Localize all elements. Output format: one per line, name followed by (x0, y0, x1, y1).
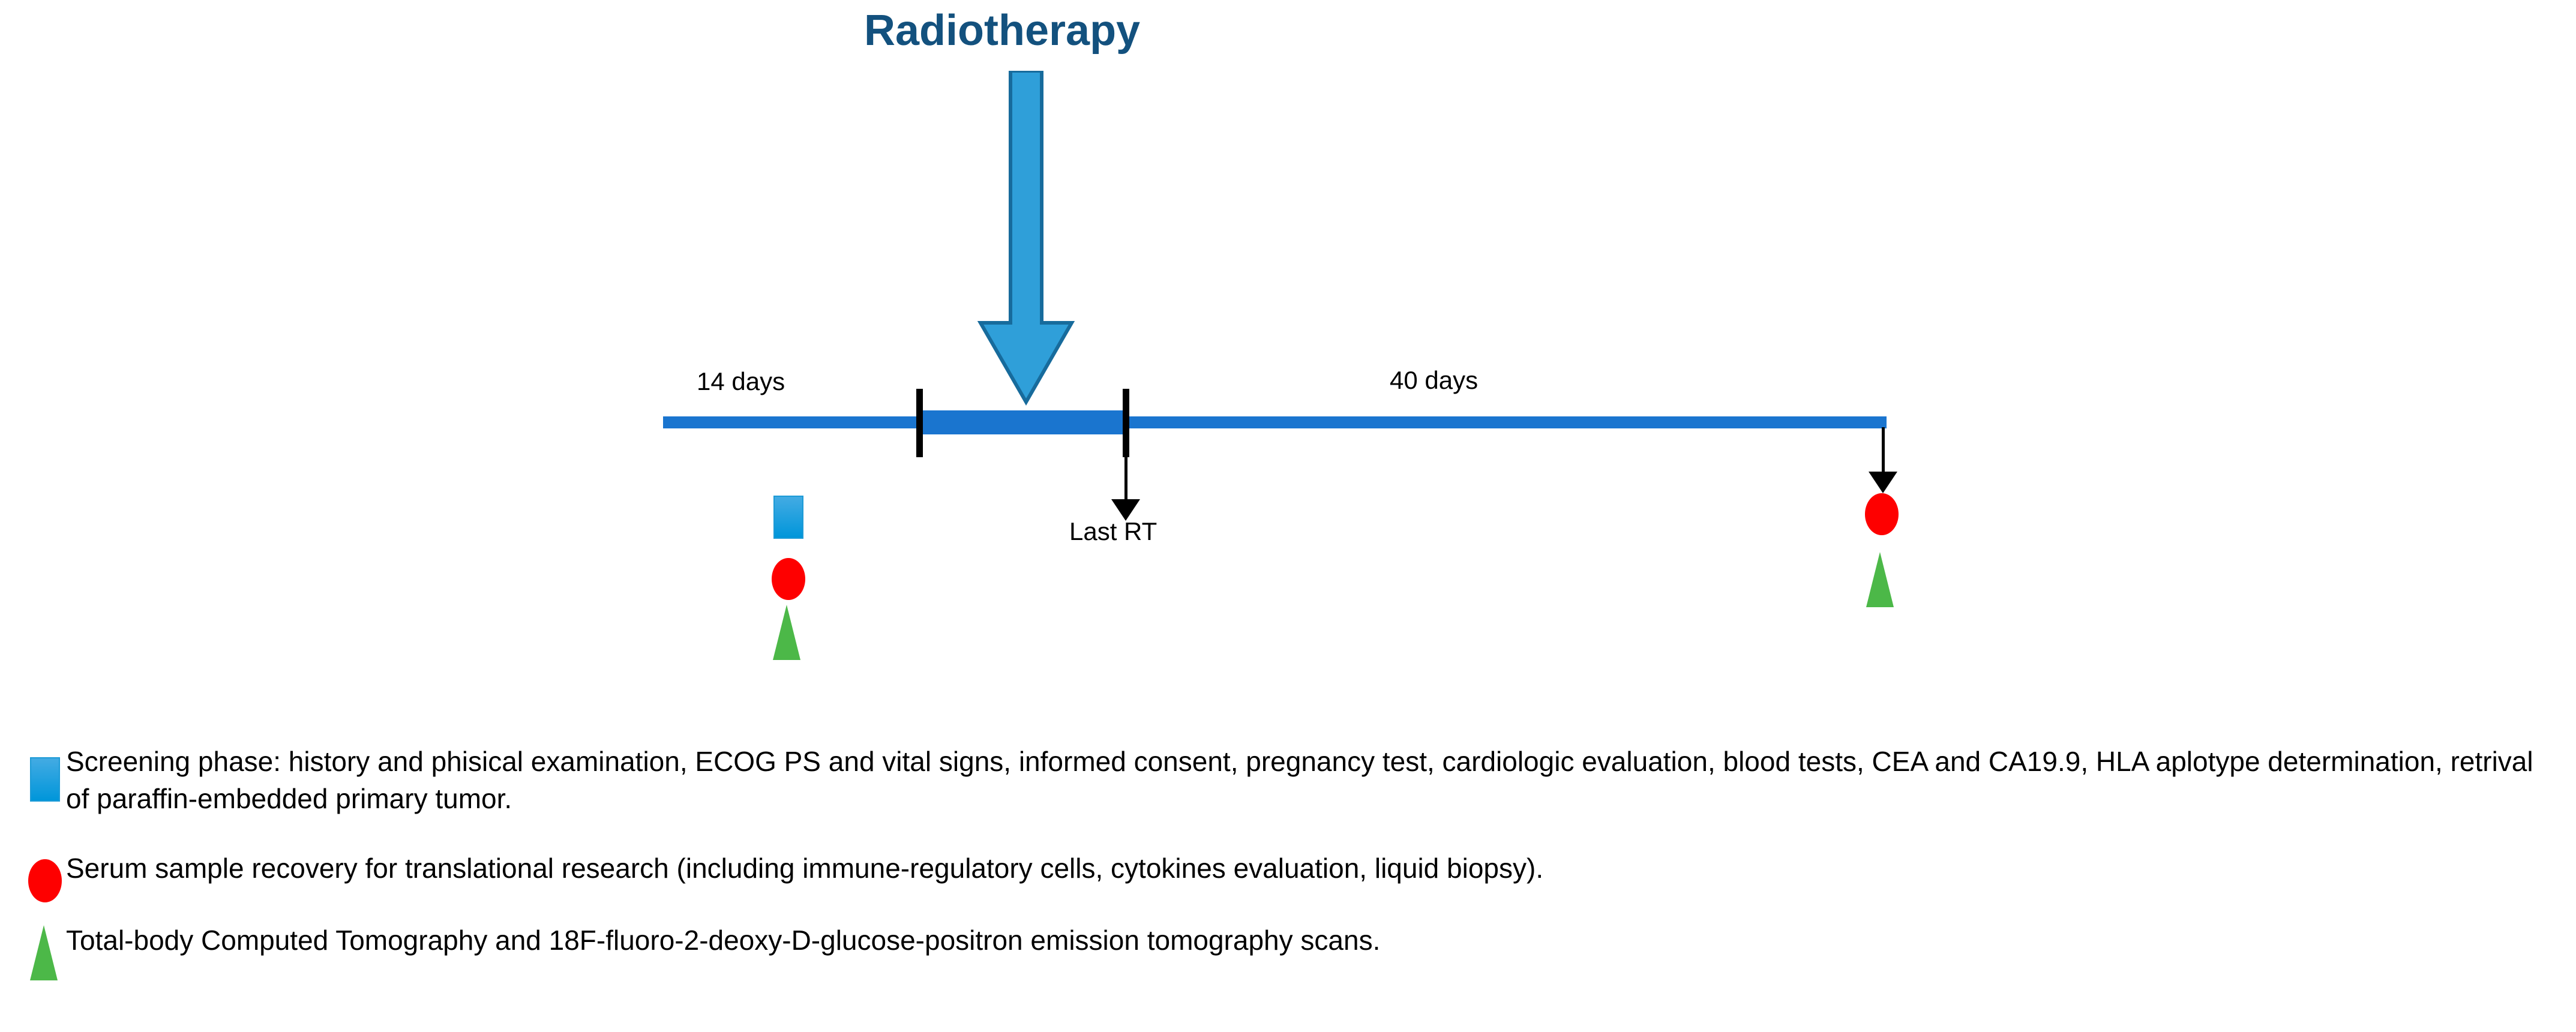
timeline-tick-rt-start (916, 389, 923, 457)
blue-square-marker-icon (30, 757, 60, 802)
timeline-bar-radiotherapy (919, 410, 1126, 434)
legend-text-imaging: Total-body Computed Tomography and 18F-f… (66, 925, 1381, 956)
green-triangle-marker-followup (1866, 552, 1894, 607)
legend: Screening phase: history and phisical ex… (0, 743, 2576, 980)
interval-label-14-days: 14 days (697, 367, 785, 395)
green-triangle-marker-screening (773, 605, 800, 660)
blue-square-marker-screening (773, 496, 803, 539)
legend-text-serum: Serum sample recovery for translational … (66, 853, 1544, 884)
legend-item-screening: Screening phase: history and phisical ex… (0, 743, 2576, 817)
legend-item-imaging: Total-body Computed Tomography and 18F-f… (0, 922, 2576, 980)
red-circle-marker-icon (28, 859, 62, 902)
red-circle-marker-followup (1865, 493, 1899, 535)
timeline-tick-rt-end (1123, 389, 1129, 457)
radiotherapy-title: Radiotherapy (864, 7, 1141, 55)
interval-label-40-days: 40 days (1390, 366, 1479, 394)
red-circle-marker-screening (772, 558, 805, 600)
last-rt-pointer-line (1124, 456, 1127, 504)
timeline-bar-followup (1123, 416, 1887, 428)
legend-item-serum: Serum sample recovery for translational … (0, 850, 2576, 902)
last-rt-label: Last RT (1069, 517, 1157, 545)
timeline-end-pointer-line (1882, 427, 1885, 476)
legend-text-screening: Screening phase: history and phisical ex… (66, 746, 2533, 814)
radiotherapy-down-arrow-icon (977, 71, 1075, 406)
green-triangle-marker-icon (30, 925, 58, 980)
timeline-end-arrowhead-icon (1869, 472, 1897, 493)
timeline-bar-screening (663, 416, 921, 428)
last-rt-arrowhead-icon (1111, 499, 1140, 521)
